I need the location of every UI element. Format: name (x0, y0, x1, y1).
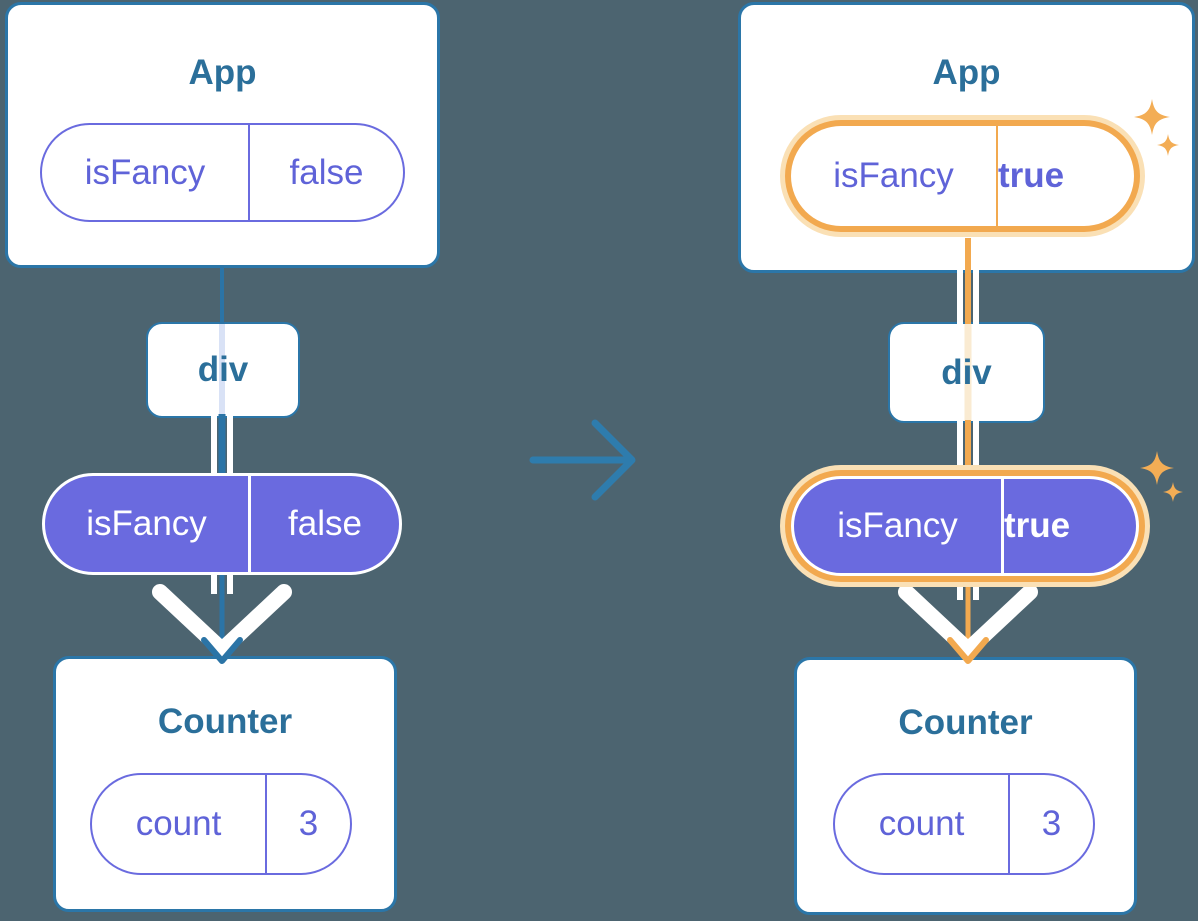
right-app-prop-pill: isFancy true (791, 126, 1134, 226)
left-counter-title: Counter (157, 702, 293, 741)
left-passed-prop-pill: isFancy false (42, 473, 402, 575)
right-div-card: div (888, 322, 1045, 423)
left-counter-card: Counter count 3 (53, 656, 397, 912)
left-div-card: div (146, 322, 300, 418)
prop-name: isFancy (837, 506, 958, 545)
transition-arrow-head (591, 419, 636, 501)
prop-value: false (248, 125, 403, 220)
sparkle-icon (1163, 482, 1183, 502)
prop-name: isFancy (833, 156, 954, 195)
highlight-ring: isFancy true (785, 120, 1140, 232)
right-app-prop-pill-highlight: isFancy true (780, 115, 1145, 237)
state-name: count (878, 804, 965, 843)
sparkle-icon (1140, 451, 1174, 485)
state-name: count (135, 804, 222, 843)
left-app-prop-pill: isFancy false (40, 123, 405, 222)
right-div-label: div (941, 352, 992, 392)
right-counter-state-pill: count 3 (833, 773, 1095, 875)
right-white-chevron-arrow-icon (898, 584, 1038, 658)
right-app-title: App (932, 53, 1001, 92)
transition-arrow-icon (529, 419, 636, 501)
right-counter-card: Counter count 3 (794, 657, 1137, 915)
right-counter-title: Counter (898, 703, 1033, 742)
left-app-card: App isFancy false (5, 2, 440, 268)
prop-value: true (996, 126, 1064, 226)
highlight-ring: isFancy true (785, 470, 1145, 582)
right-passed-prop-pill: isFancy true (791, 476, 1139, 576)
right-passed-prop-pill-highlight: isFancy true (780, 465, 1150, 587)
left-counter-state-pill: count 3 (90, 773, 352, 875)
state-value: 3 (1008, 775, 1093, 873)
prop-value: false (248, 476, 399, 572)
left-app-title: App (188, 53, 257, 92)
right-app-card: App isFancy true (738, 2, 1195, 273)
prop-value: true (1001, 479, 1070, 573)
prop-name: isFancy (86, 504, 207, 543)
left-white-chevron-arrow-icon (152, 584, 292, 658)
state-value: 3 (265, 775, 350, 873)
prop-name: isFancy (84, 152, 206, 192)
left-div-label: div (197, 350, 249, 389)
